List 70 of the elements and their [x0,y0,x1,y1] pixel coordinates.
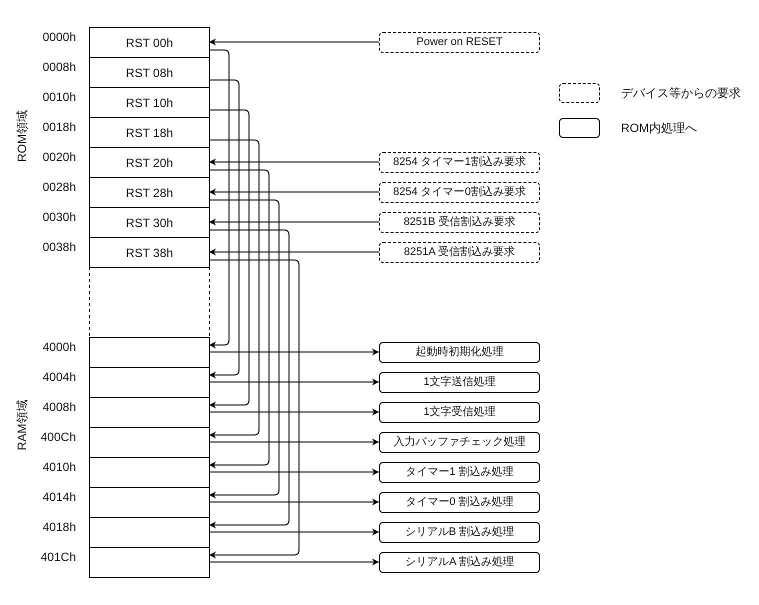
arrow [208,38,380,46]
handler-box: タイマー1 割込み処理 [379,462,540,483]
memory-cell: RST 28h [89,177,210,208]
arrow [208,140,260,438]
memory-cell [89,517,210,548]
arrow [208,260,300,558]
address-label: 0018h [42,120,76,134]
memory-cell [89,457,210,488]
arrow [208,50,230,348]
handler-box: 入力バッファチェック処理 [379,432,540,453]
address-label: 0038h [42,240,76,254]
memory-cell [89,487,210,518]
memory-cell [89,367,210,398]
arrow [208,498,380,506]
memory-cell: RST 38h [89,237,210,268]
memory-cell [89,337,210,368]
request-box: Power on RESET [379,32,540,53]
handler-box: シリアルB 割込み処理 [379,522,540,543]
arrow [208,248,380,256]
memory-cell: RST 08h [89,57,210,88]
region-label: ROM領域 [15,110,29,162]
request-box: 8251B 受信割込み要求 [379,212,540,233]
region-label: RAM領域 [15,400,29,450]
arrow [208,110,250,408]
address-label: 0000h [42,30,76,44]
request-box: 8251A 受信割込み要求 [379,242,540,263]
handler-box: 1文字受信処理 [379,402,540,423]
arrow [208,528,380,536]
legend-label: デバイス等からの要求 [621,86,741,100]
address-label: 400Ch [40,430,76,444]
arrow [208,218,380,226]
address-label: 4004h [42,370,76,384]
address-label: 4000h [42,340,76,354]
handler-box: シリアルA 割込み処理 [379,552,540,573]
legend-label: ROM内処理へ [621,121,697,135]
arrow [208,200,280,498]
arrow [208,80,240,378]
request-box: 8254 タイマー1割込み要求 [379,152,540,173]
address-label: 401Ch [40,550,76,564]
memory-cell [89,427,210,458]
memory-cell: RST 00h [89,27,210,58]
memory-cell: RST 10h [89,87,210,118]
request-box: 8254 タイマー0割込み要求 [379,182,540,203]
address-label: 0028h [42,180,76,194]
arrow [208,378,380,386]
address-label: 4018h [42,520,76,534]
arrow [208,158,380,166]
memory-cell: RST 30h [89,207,210,238]
arrow [208,468,380,476]
address-label: 0020h [42,150,76,164]
address-label: 0008h [42,60,76,74]
arrow [208,558,380,566]
handler-box: タイマー0 割込み処理 [379,492,540,513]
arrow [208,188,380,196]
memory-cell: RST 18h [89,117,210,148]
address-label: 4014h [42,490,76,504]
address-label: 0010h [42,90,76,104]
handler-box: 1文字送信処理 [379,372,540,393]
arrow [208,170,270,468]
address-label: 0030h [42,210,76,224]
arrow [208,438,380,446]
memory-cell: RST 20h [89,147,210,178]
memory-cell [89,397,210,428]
arrow [208,230,290,528]
address-label: 4008h [42,400,76,414]
arrow [208,348,380,356]
address-label: 4010h [42,460,76,474]
arrow [208,408,380,416]
handler-box: 起動時初期化処理 [379,342,540,363]
memory-cell [89,547,210,578]
